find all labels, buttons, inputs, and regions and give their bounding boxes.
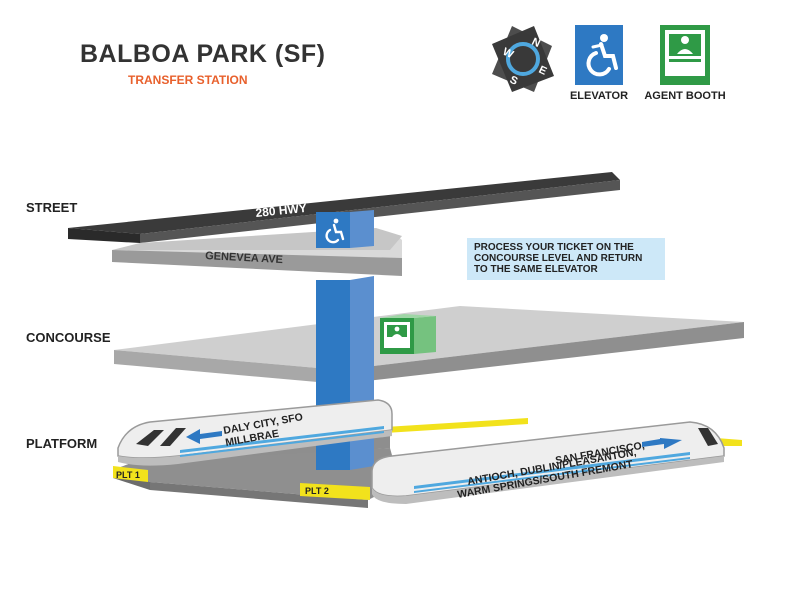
level-label-street: STREET xyxy=(26,200,78,215)
right-arrow-icon xyxy=(642,438,682,449)
compass-icon: N E S W xyxy=(492,26,554,92)
highway-deck xyxy=(68,172,620,234)
avenue-label: GENEVEA AVE xyxy=(205,250,283,266)
left-arrow-icon xyxy=(186,429,222,444)
platform-label-2: PLT 2 xyxy=(305,486,329,496)
page-title: BALBOA PARK (SF) xyxy=(80,40,326,68)
level-label-concourse: CONCOURSE xyxy=(26,330,111,345)
page-subtitle: TRANSFER STATION xyxy=(128,73,248,87)
train-platform-1: DALY CITY, SFO MILLBRAE xyxy=(117,399,393,466)
elevator-icon xyxy=(318,215,346,246)
platform-edge-2 xyxy=(300,483,370,500)
agent-booth-legend-icon xyxy=(660,25,710,85)
compass-south: S xyxy=(508,74,520,88)
level-label-platform: PLATFORM xyxy=(26,436,98,451)
compass-east: E xyxy=(537,64,549,78)
platform-label-1: PLT 1 xyxy=(116,470,140,480)
agent-booth-icon xyxy=(380,314,436,354)
elevator-legend-icon xyxy=(575,25,623,85)
agent-booth-legend-label: AGENT BOOTH xyxy=(644,90,726,102)
elevator-legend-label: ELEVATOR xyxy=(569,90,629,102)
platform-edge-1 xyxy=(113,466,148,482)
highway-label: 280 HWY xyxy=(255,201,308,220)
train-platform-2: SAN FRANCISCO, ANTIOCH, DUBLIN/PLEASANTO… xyxy=(371,421,725,504)
elevator-note: PROCESS YOUR TICKET ON THE CONCOURSE LEV… xyxy=(467,238,665,280)
